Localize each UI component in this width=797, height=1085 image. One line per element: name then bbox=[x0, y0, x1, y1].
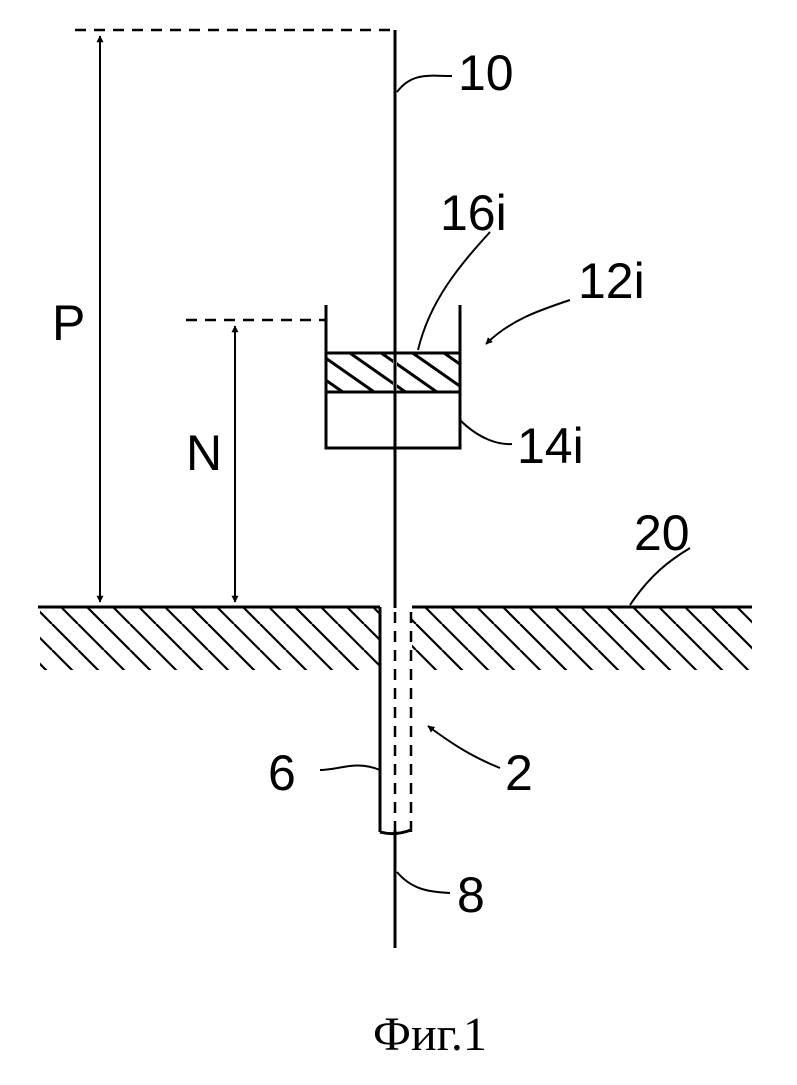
arrow-leader-2 bbox=[428, 726, 500, 768]
leader-16i bbox=[418, 232, 490, 350]
label-8: 8 bbox=[457, 867, 485, 923]
leader-6 bbox=[320, 766, 380, 770]
leader-10 bbox=[397, 76, 452, 92]
label-6: 6 bbox=[268, 745, 296, 801]
label-n: N bbox=[186, 425, 222, 481]
label-p: P bbox=[52, 295, 85, 351]
arrow-leader-12i bbox=[486, 300, 570, 344]
leader-14i bbox=[460, 420, 512, 444]
figure-caption: Фиг.1 bbox=[373, 1008, 487, 1061]
leader-8 bbox=[397, 872, 450, 893]
label-12i: 12i bbox=[578, 253, 645, 309]
label-10: 10 bbox=[458, 45, 514, 101]
label-2: 2 bbox=[505, 745, 533, 801]
label-16i: 16i bbox=[440, 185, 507, 241]
label-14i: 14i bbox=[517, 418, 584, 474]
label-20: 20 bbox=[634, 505, 690, 561]
